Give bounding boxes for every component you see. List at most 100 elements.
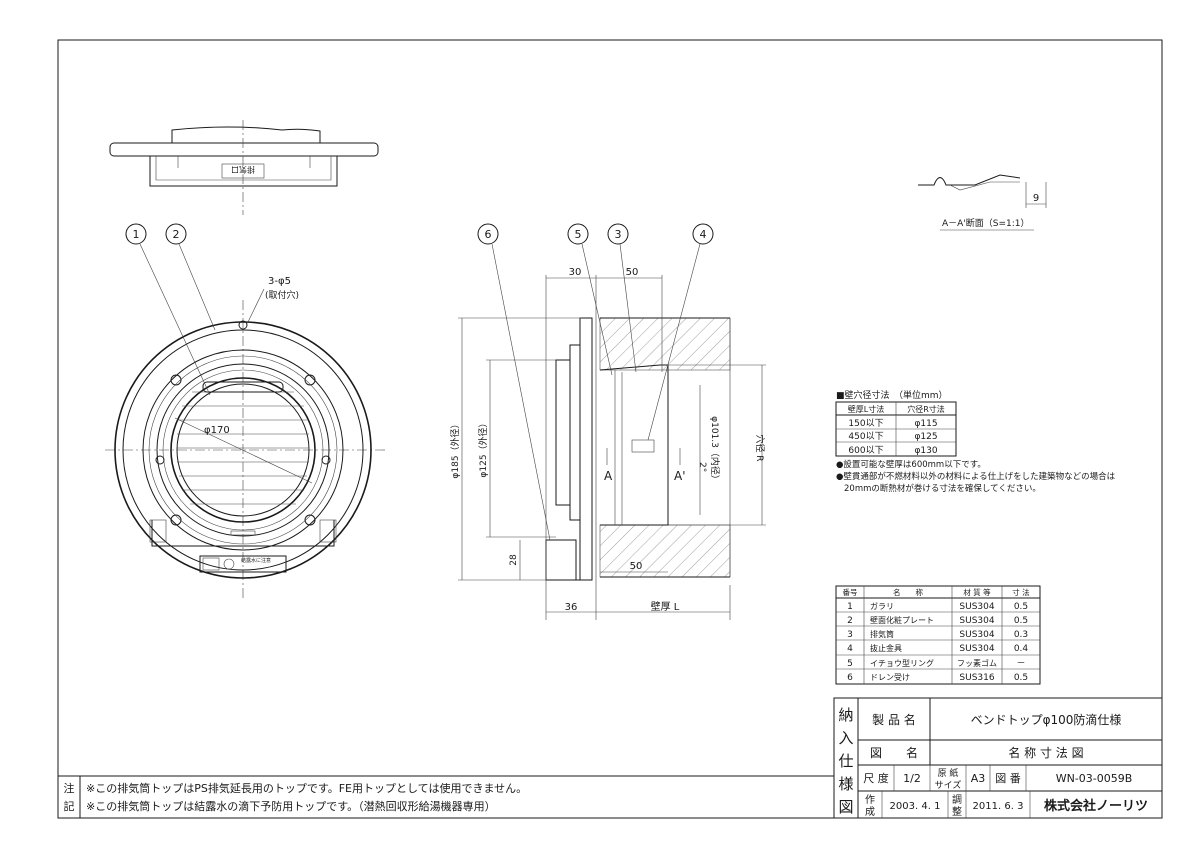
parts-cell: 1 <box>847 602 853 612</box>
parts-cell: SUS304 <box>959 644 994 654</box>
svg-text:4: 4 <box>700 228 707 241</box>
hole-label: 3-φ5 <box>268 276 291 287</box>
title-block: 納 入 仕 様 図 製 品 名 ベンドトップφ100防滴仕様 図 名 名 称 寸… <box>833 697 1163 819</box>
dim-50-bottom: 50 <box>630 561 643 572</box>
company-name: 株式会社ノーリツ <box>1044 798 1148 814</box>
parts-cell: 3 <box>847 630 853 640</box>
hole-table-cell: 150以下 <box>848 419 883 429</box>
callout-3: 3 <box>607 223 637 373</box>
section-detail: 9 A－A'断面（S=1:1） <box>918 174 1047 231</box>
parts-cell: SUS304 <box>959 602 994 612</box>
callout-4: 4 <box>647 223 714 441</box>
product-label: 製 品 名 <box>872 712 916 727</box>
parts-cell: 0.3 <box>1014 630 1028 640</box>
detail-caption: A－A'断面（S=1:1） <box>942 217 1030 229</box>
plate-caption: 結露水に注意 <box>241 557 271 564</box>
svg-text:3: 3 <box>615 228 622 241</box>
parts-cell: 0.4 <box>1014 644 1029 654</box>
diameter-label: φ170 <box>204 425 230 436</box>
parts-cell: 6 <box>847 673 853 683</box>
callout-5: 5 <box>567 223 613 376</box>
created-value: 2003. 4. 1 <box>890 801 941 812</box>
dim-185: φ185（外径） <box>449 419 461 478</box>
paper-label: 原 紙 <box>938 767 959 779</box>
dim-125: φ125（外径） <box>477 418 489 477</box>
hole-table-cell: φ130 <box>914 446 937 456</box>
parts-table: 番号 名 称 材 質 等 寸 法 1 ガラリ SUS304 0.5 2 壁面化粧… <box>835 585 1041 685</box>
dim-50-top: 50 <box>626 267 639 278</box>
product-value: ベンドトップφ100防滴仕様 <box>971 712 1122 727</box>
side-label: 様 <box>838 775 853 793</box>
drawing-value: 名 称 寸 法 図 <box>1008 745 1083 760</box>
parts-cell: フッ素ゴム <box>957 658 997 668</box>
detail-dim-9: 9 <box>1033 193 1039 204</box>
top-view: 排気口 <box>109 120 379 215</box>
drawing-no-value: WN-03-0059B <box>1056 772 1133 785</box>
created-label: 成 <box>865 806 875 818</box>
parts-header: 番号 <box>843 587 858 597</box>
hole-note: (取付穴) <box>265 289 299 301</box>
hole-table-cell: φ125 <box>914 432 937 442</box>
parts-cell: 0.5 <box>1014 673 1028 683</box>
parts-cell: 4 <box>847 644 853 654</box>
notes-label: 注 <box>64 781 75 795</box>
parts-cell: 0.5 <box>1014 616 1028 626</box>
notes-block: 注 記 ※この排気筒トップはPS排気延長用のトップです。FE用トップとしては使用… <box>57 775 835 819</box>
paper-label: サイズ <box>935 779 962 791</box>
adjusted-value: 2011. 6. 3 <box>973 801 1024 812</box>
note-line: ※この排気筒トップはPS排気延長用のトップです。FE用トップとしては使用できませ… <box>86 781 527 795</box>
parts-header: 材 質 等 <box>963 587 991 597</box>
svg-text:2: 2 <box>173 228 180 241</box>
parts-cell: 5 <box>847 659 853 669</box>
note-line: ※この排気筒トップは結露水の滴下予防用トップです。（潜熱回収形給湯機器専用） <box>86 799 496 813</box>
hole-table-cell: φ115 <box>914 419 937 429</box>
parts-cell: イチョウ型リング <box>870 658 934 668</box>
front-view: 結露水に注意 φ170 3-φ5 (取付穴) 1 2 <box>105 223 385 600</box>
hole-note-3: 20mmの断熱材が巻ける寸法を確保してください。 <box>844 483 1041 494</box>
parts-header: 名 称 <box>893 587 923 597</box>
dim-101: φ101.3（内径） <box>709 416 721 484</box>
side-view: 30 50 36 壁厚 L 50 φ185（外径） φ125（外径） 28 φ1… <box>449 223 766 620</box>
parts-cell: SUS304 <box>959 630 994 640</box>
side-label: 入 <box>838 729 853 747</box>
parts-cell: SUS316 <box>959 673 994 683</box>
parts-cell: 2 <box>847 616 853 626</box>
parts-cell: 排気筒 <box>870 629 894 639</box>
adjusted-label: 調 <box>952 793 962 806</box>
side-label: 図 <box>838 798 853 816</box>
parts-cell: 壁面化粧プレート <box>870 615 934 625</box>
hole-note-2: ●壁貫通部が不燃材料以外の材料による仕上げをした建築物などの場合は <box>836 471 1116 482</box>
callout-6: 6 <box>477 223 551 541</box>
dim-28: 28 <box>509 554 519 566</box>
svg-text:5: 5 <box>575 228 582 241</box>
scale-label: 尺 度 <box>863 771 889 785</box>
notes-label: 記 <box>64 799 75 813</box>
dim-wall: 壁厚 L <box>651 600 680 613</box>
drawing-no-label: 図 番 <box>995 772 1021 785</box>
side-label: 仕 <box>838 752 853 770</box>
dim-hole: 穴径 R <box>754 434 766 461</box>
dim-36: 36 <box>565 602 578 613</box>
hole-table-header: 穴径R寸法 <box>907 404 945 414</box>
parts-cell: SUS304 <box>959 616 994 626</box>
hole-table: ■壁穴径寸法 （単位mm） 壁厚L寸法 穴径R寸法 150以下 φ115 450… <box>835 389 1116 494</box>
hole-table-header: 壁厚L寸法 <box>848 404 884 414</box>
hole-table-cell: 600以下 <box>848 446 883 456</box>
section-mark-a: A <box>604 469 613 483</box>
created-label: 作 <box>865 794 875 806</box>
scale-value: 1/2 <box>903 772 921 785</box>
parts-cell: ガラリ <box>870 601 894 611</box>
parts-cell: － <box>1016 659 1025 669</box>
dim-2-deg: 2° <box>697 462 707 472</box>
adjusted-label: 整 <box>952 805 962 818</box>
side-label: 納 <box>838 706 853 724</box>
dim-30: 30 <box>569 267 582 278</box>
parts-header: 寸 法 <box>1012 587 1030 597</box>
parts-cell: 抜止金具 <box>870 643 902 653</box>
callout-1: 1 <box>125 223 211 396</box>
hole-table-cell: 450以下 <box>848 432 883 442</box>
svg-text:6: 6 <box>485 228 492 241</box>
svg-text:1: 1 <box>133 228 140 241</box>
drawing-label: 図 名 <box>870 745 918 760</box>
